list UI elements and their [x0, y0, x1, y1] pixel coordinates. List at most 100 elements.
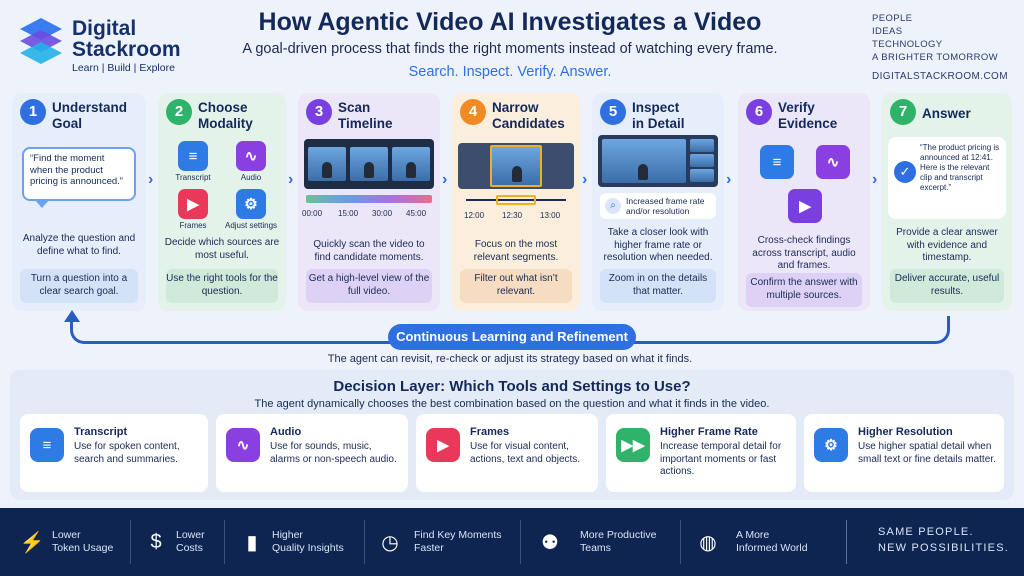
team-icon: ⚉ — [541, 531, 559, 554]
modality-label: Frames — [179, 221, 207, 230]
dollar-icon: $ — [150, 530, 162, 553]
inspect-box: ⌕ Increased frame rate and/or resolution — [600, 193, 716, 219]
bar-chart-icon: ▮ — [246, 531, 258, 554]
clock-icon: ◷ — [381, 531, 399, 554]
footer-bar — [0, 508, 1024, 576]
step-title: Scan Timeline — [338, 100, 393, 131]
scan-waveform — [306, 195, 432, 203]
benefit-text: Lower Token Usage — [52, 529, 114, 554]
timeline-tick: 30:00 — [372, 209, 393, 218]
tool-card-title: Higher Resolution — [858, 426, 953, 438]
search-icon: ⌕ — [605, 198, 621, 214]
question-bubble: “Find the moment when the product pricin… — [22, 147, 136, 208]
tool-card-audio: ∿ Audio Use for sounds, music, alarms or… — [216, 414, 408, 492]
step-title: Inspect in Detail — [632, 100, 685, 131]
brand-line: TECHNOLOGY — [872, 39, 943, 50]
tool-card-description: Use for visual content, actions, text an… — [470, 441, 581, 465]
brand-line: A BRIGHTER TOMORROW — [872, 52, 999, 63]
benefit-text: A More Informed World — [736, 529, 808, 554]
video-frame — [308, 147, 346, 181]
decision-layer-subtitle: The agent dynamically chooses the best c… — [254, 398, 770, 410]
page-tagline: Search. Inspect. Verify. Answer. — [408, 64, 612, 80]
tool-card-frames: ▶ Frames Use for visual content, actions… — [416, 414, 598, 492]
video-frame — [598, 135, 718, 187]
waveform-icon: ∿ — [236, 141, 266, 171]
benefit-text: Find Key Moments Faster — [414, 529, 502, 554]
step-number: 3 — [306, 99, 332, 125]
step-number: 5 — [600, 99, 626, 125]
tool-card-title: Frames — [470, 426, 510, 438]
video-frame — [350, 147, 388, 181]
thumbnail — [690, 169, 714, 182]
timeline-tick: 45:00 — [406, 209, 427, 218]
step-number: 2 — [166, 99, 192, 125]
step-note: Deliver accurate, useful results. — [890, 269, 1004, 303]
timeline-tick: 13:00 — [540, 211, 561, 220]
step-note: Filter out what isn’t relevant. — [460, 269, 572, 303]
footer-divider — [130, 520, 131, 564]
selection-handle[interactable] — [496, 195, 536, 205]
footer-tagline: SAME PEOPLE. NEW POSSIBILITIES. — [878, 526, 1010, 554]
tool-card-description: Use for spoken content, search and summa… — [74, 441, 180, 465]
brand-list: PEOPLE IDEAS TECHNOLOGY A BRIGHTER TOMOR… — [872, 12, 1008, 83]
footer-divider — [846, 520, 847, 564]
page-subtitle: A goal-driven process that finds the rig… — [242, 41, 778, 57]
step-note: Get a high-level view of the full video. — [306, 269, 432, 303]
step-description: Quickly scan the video to find candidate… — [313, 239, 425, 263]
logo-name-2: Stackroom — [72, 38, 181, 61]
benefit-text: More Productive Teams — [580, 529, 657, 554]
benefit-productive: ⚉ More Productive Teams — [532, 520, 680, 564]
tool-card-transcript: ≡ Transcript Use for spoken content, sea… — [20, 414, 208, 492]
benefit-find-moments: ◷ Find Key Moments Faster — [376, 520, 516, 564]
video-check-icon: ▶ — [788, 189, 822, 223]
waveform-icon: ∿ — [226, 428, 260, 462]
gear-icon: ⚙ — [814, 428, 848, 462]
refinement-pill: Continuous Learning and Refinement — [388, 324, 636, 350]
benefit-costs: $ Lower Costs — [142, 520, 232, 564]
benefit-quality: ▮ Higher Quality Insights — [238, 520, 360, 564]
footer-divider — [680, 520, 681, 564]
stack-logo-icon — [20, 18, 62, 64]
step-title: Choose Modality — [198, 100, 253, 131]
waveform-check-icon: ∿ — [816, 145, 850, 179]
step-note: Zoom in on the details that matter. — [600, 269, 716, 303]
step-number: 7 — [890, 99, 916, 125]
arrow-up-icon — [64, 310, 80, 322]
chevron-right-icon: › — [582, 171, 588, 188]
answer-box: ✓ “The product pricing is announced at 1… — [888, 137, 1006, 219]
benefit-text: Lower Costs — [176, 529, 205, 554]
step-2-card: 2 Choose Modality ≡ Transcript ∿ Audio ▶… — [158, 93, 286, 311]
timeline-tick: 15:00 — [338, 209, 359, 218]
tool-card-description: Increase temporal detail for important m… — [660, 441, 782, 477]
benefit-informed-world: ◍ A More Informed World — [694, 520, 824, 564]
document-icon: ≡ — [178, 141, 208, 171]
step-description: Take a closer look with higher frame rat… — [603, 227, 713, 263]
tool-card-frame-rate: ▶▶ Higher Frame Rate Increase temporal d… — [606, 414, 796, 492]
gear-icon: ⚙ — [236, 189, 266, 219]
step-description: Analyze the question and define what to … — [22, 233, 136, 257]
step-title: Narrow Candidates — [492, 100, 565, 131]
check-icon: ✓ — [894, 161, 916, 183]
step-note: Confirm the answer with multiple sources… — [746, 273, 862, 307]
step-note: Turn a question into a clear search goal… — [20, 269, 138, 303]
timeline-track — [466, 199, 566, 201]
modality-label: Audio — [240, 173, 262, 182]
brand-url[interactable]: DIGITALSTACKROOM.COM — [872, 71, 1008, 82]
chevron-right-icon: › — [442, 171, 448, 188]
step-number: 1 — [20, 99, 46, 125]
thumbnail — [690, 139, 714, 152]
video-filmstrip — [304, 139, 434, 189]
tool-card-title: Audio — [270, 426, 302, 438]
brand-line: PEOPLE — [872, 13, 913, 24]
tool-card-resolution: ⚙ Higher Resolution Use higher spatial d… — [804, 414, 1004, 492]
step-description: Provide a clear answer with evidence and… — [896, 227, 998, 263]
thumbnail — [690, 154, 714, 167]
step-description: Cross-check findings across transcript, … — [752, 235, 856, 271]
modality-label: Adjust settings — [224, 221, 278, 230]
timeline-tick: 12:30 — [502, 211, 523, 220]
step-5-card: 5 Inspect in Detail ⌕ Increased frame ra… — [592, 93, 724, 311]
benefit-text: Higher Quality Insights — [272, 529, 344, 554]
chevron-right-icon: › — [288, 171, 294, 188]
fast-forward-icon: ▶▶ — [616, 428, 650, 462]
